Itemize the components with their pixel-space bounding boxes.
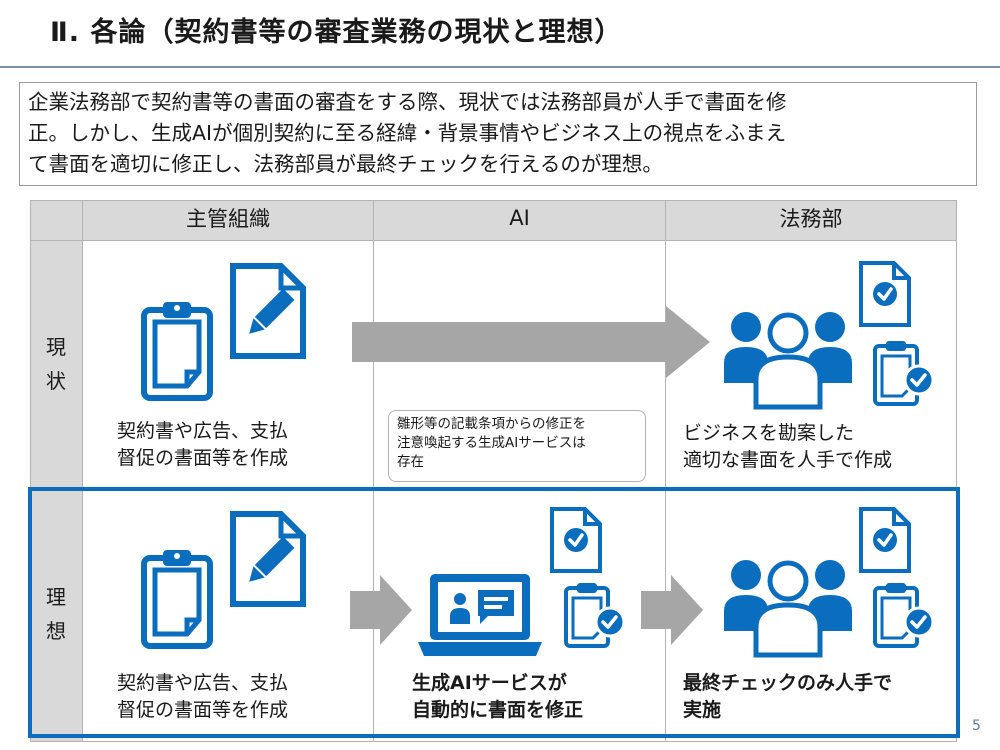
column-title-ai: AI — [509, 206, 530, 230]
row-label-ideal: 理 想 — [30, 580, 82, 648]
ideal-org-caption-1: 契約書や広告、支払 — [117, 672, 289, 694]
ideal-legal-caption-1: 最終チェックのみ人手で — [683, 672, 893, 694]
column-title-org: 主管組織 — [186, 207, 270, 231]
slide-title: Ⅱ. 各論（契約書等の審査業務の現状と理想） — [50, 17, 623, 48]
current-org-caption-1: 契約書や広告、支払 — [117, 420, 289, 442]
row-label-ideal-2: 想 — [46, 619, 66, 643]
column-title-legal: 法務部 — [779, 207, 843, 231]
clipboard-check-icon — [564, 583, 626, 648]
intro-line-3: て書面を適切に修正し、法務部員が最終チェックを行えるのが理想。 — [28, 152, 663, 176]
clipboard-icon — [141, 550, 213, 649]
ideal-org-caption-2: 督促の書面等を作成 — [117, 699, 289, 721]
people-group-icon — [724, 560, 852, 658]
row-label-current-2: 状 — [46, 369, 66, 393]
intro-text-box: 企業法務部で契約書等の書面の審査をする際、現状では法務部員が人手で書面を修 正。… — [19, 82, 977, 186]
right-arrow-icon — [641, 575, 703, 645]
current-org-caption: 契約書や広告、支払 督促の書面等を作成 — [117, 418, 288, 472]
row-label-cell-current — [30, 240, 83, 488]
document-check-icon — [859, 261, 911, 327]
title-divider — [0, 66, 1000, 68]
intro-line-2: 正。しかし、生成AIが個別契約に至る経緯・背景事情やビジネス上の視点をふまえ — [28, 121, 787, 145]
document-pencil-icon — [230, 511, 306, 607]
document-check-icon — [859, 507, 911, 573]
ideal-row-highlight-frame — [28, 487, 960, 738]
clipboard-check-icon — [873, 583, 935, 648]
clipboard-icon — [141, 302, 213, 401]
row-label-current: 現 状 — [30, 330, 82, 398]
people-group-icon — [724, 312, 852, 410]
intro-line-1: 企業法務部で契約書等の書面の審査をする際、現状では法務部員が人手で書面を修 — [28, 90, 787, 114]
ai-note-line-3: 存在 — [397, 454, 424, 470]
page-number: 5 — [972, 718, 981, 734]
laptop-chat-icon — [418, 574, 542, 656]
ideal-org-caption: 契約書や広告、支払 督促の書面等を作成 — [117, 670, 288, 724]
current-legal-caption: ビジネスを勘案した 適切な書面を人手で作成 — [683, 420, 892, 474]
long-right-arrow-icon — [352, 306, 710, 378]
current-org-caption-2: 督促の書面等を作成 — [117, 447, 289, 469]
row-label-ideal-1: 理 — [46, 585, 66, 609]
ideal-legal-caption-2: 実施 — [683, 699, 722, 721]
current-legal-caption-1: ビジネスを勘案した — [683, 422, 855, 444]
current-legal-caption-2: 適切な書面を人手で作成 — [683, 449, 893, 471]
ai-note-line-2: 注意喚起する生成AIサービスは — [397, 435, 586, 451]
header-corner-cell — [30, 200, 83, 241]
clipboard-check-icon — [873, 341, 935, 406]
ideal-legal-caption: 最終チェックのみ人手で 実施 — [683, 670, 892, 724]
document-check-icon — [550, 507, 602, 573]
ideal-ai-caption-1: 生成AIサービスが — [412, 672, 567, 694]
header-cell-org — [82, 200, 374, 241]
ideal-ai-caption: 生成AIサービスが 自動的に書面を修正 — [412, 670, 583, 724]
document-pencil-icon — [230, 263, 306, 359]
ai-note-box: 雛形等の記載条項からの修正を 注意喚起する生成AIサービスは 存在 — [388, 410, 646, 482]
row-label-current-1: 現 — [46, 335, 66, 359]
right-arrow-icon — [350, 575, 412, 645]
ai-note-line-1: 雛形等の記載条項からの修正を — [397, 416, 586, 432]
header-cell-legal — [665, 200, 957, 241]
ideal-ai-caption-2: 自動的に書面を修正 — [412, 699, 584, 721]
